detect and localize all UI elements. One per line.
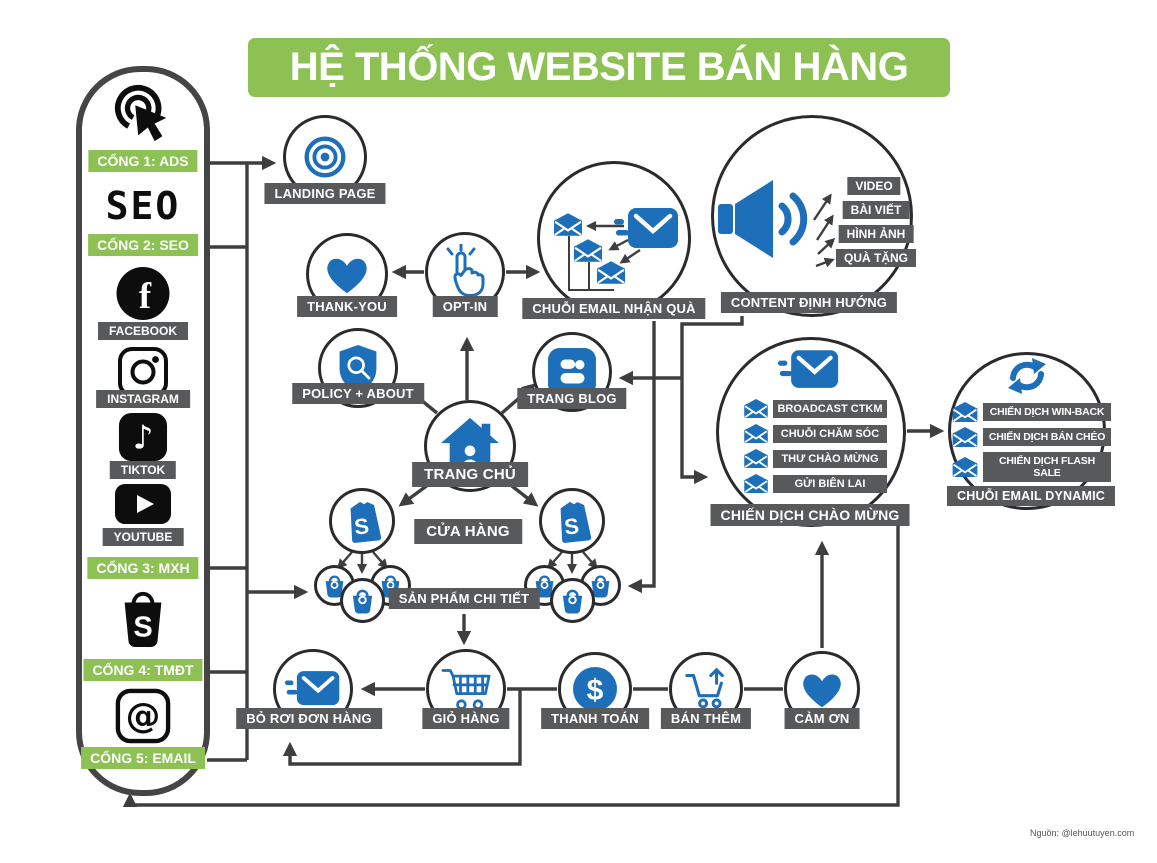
product-bag-node (550, 578, 595, 623)
opt-in-label: OPT-IN (432, 296, 498, 317)
store-label: CỬA HÀNG (414, 519, 522, 544)
seo-icon: SEO (105, 184, 181, 228)
gate-label-seo: CỔNG 2: SEO (88, 234, 198, 256)
content-item-image: HÌNH ẢNH (838, 225, 914, 243)
welcome-item-row: CHUỖI CHĂM SÓC (744, 424, 887, 443)
open-envelope-icon (554, 213, 582, 236)
svg-text:@: @ (126, 697, 161, 737)
dynamic-item-row: CHIẾN DỊCH WIN-BACK (952, 402, 1111, 422)
policy-label: POLICY + ABOUT (292, 383, 424, 404)
thanks-label: CẢM ƠN (784, 708, 860, 729)
gate-label-mxh: CỔNG 3: MXH (87, 557, 199, 579)
welcome-item-label: THƯ CHÀO MỪNG (773, 449, 887, 468)
store-right-node: S (539, 488, 605, 554)
upsell-label: BÁN THÊM (660, 708, 752, 729)
cart-label: GIỎ HÀNG (422, 708, 510, 729)
speaker-icon (716, 168, 816, 268)
content-item-article: BÀI VIẾT (842, 201, 910, 219)
cart-icon (441, 669, 491, 710)
welcome-item-label: CHUỖI CHĂM SÓC (773, 424, 887, 443)
welcome-item-row: THƯ CHÀO MỪNG (744, 449, 887, 468)
gate-label-email: CỔNG 5: EMAIL (81, 747, 205, 769)
upsell-cart-icon (685, 668, 724, 709)
open-envelope-icon (574, 239, 602, 262)
fast-email-icon (778, 348, 840, 392)
abandoned-label: BỎ RƠI ĐƠN HÀNG (236, 708, 382, 729)
welcome-item-label: GỬI BIÊN LAI (773, 474, 887, 493)
channel-label-tiktok: TIKTOK (109, 461, 177, 479)
blogger-icon (548, 348, 596, 396)
home-label: TRANG CHỦ (412, 462, 528, 487)
product-detail-label: SẢN PHẨM CHI TIẾT (388, 588, 540, 609)
store-left-node: S (329, 488, 395, 554)
youtube-icon (114, 483, 172, 525)
welcome-item-row: BROADCAST CTKM (744, 399, 887, 418)
open-envelope-icon (744, 449, 768, 468)
shopify-icon: S (560, 501, 592, 543)
open-envelope-icon (952, 457, 978, 477)
open-envelope-icon (744, 424, 768, 443)
open-envelope-icon (597, 261, 625, 284)
bag-icon (352, 589, 373, 614)
fast-email-icon (614, 206, 680, 252)
facebook-icon: f (116, 266, 171, 321)
refresh-icon (1004, 354, 1050, 398)
svg-text:S: S (353, 513, 370, 539)
bag-icon (562, 589, 583, 614)
gate-label-tmdt: CỔNG 4: TMĐT (83, 659, 203, 681)
open-envelope-icon (744, 399, 768, 418)
svg-text:f: f (139, 275, 152, 316)
checkout-label: THANH TOÁN (541, 708, 649, 729)
svg-text:S: S (133, 611, 152, 643)
channel-label-youtube: YOUTUBE (102, 528, 184, 546)
svg-text:S: S (563, 513, 580, 539)
dynamic-email-label: CHUỖI EMAIL DYNAMIC (946, 486, 1116, 506)
ads-click-icon (112, 82, 174, 144)
content-item-gift: QUÀ TẶNG (836, 249, 916, 267)
welcome-item-row: GỬI BIÊN LAI (744, 474, 887, 493)
heart-icon (327, 258, 367, 294)
dollar-coin-icon: $ (573, 667, 617, 711)
heart-icon (803, 674, 841, 708)
shopify-icon: S (350, 501, 382, 543)
svg-text:♪: ♪ (133, 419, 154, 457)
welcome-campaign-label: CHIẾN DỊCH CHÀO MỪNG (710, 504, 910, 526)
page-title: HỆ THỐNG WEBSITE BÁN HÀNG (248, 38, 950, 97)
shield-search-icon (339, 345, 377, 391)
channel-label-facebook: FACEBOOK (97, 322, 189, 340)
open-envelope-icon (744, 474, 768, 493)
open-envelope-icon (952, 427, 978, 447)
landing-page-label: LANDING PAGE (264, 183, 386, 204)
product-bag-node (340, 578, 385, 623)
dynamic-item-row: CHIẾN DỊCH FLASH SALE (952, 452, 1111, 482)
dynamic-item-label: CHIẾN DỊCH WIN-BACK (983, 403, 1111, 421)
tap-hand-icon (446, 244, 485, 297)
dynamic-item-label: CHIẾN DỊCH BÁN CHÉO (983, 428, 1111, 446)
svg-text:$: $ (587, 674, 604, 707)
shopee-icon: S (114, 586, 172, 650)
fast-email-icon (285, 671, 340, 706)
welcome-item-label: BROADCAST CTKM (773, 399, 887, 418)
content-node (711, 115, 913, 317)
blog-label: TRANG BLOG (517, 388, 627, 409)
dynamic-item-label: CHIẾN DỊCH FLASH SALE (983, 452, 1111, 482)
target-icon (304, 136, 346, 178)
source-credit: Nguồn: @lehuutuyen.com (1030, 828, 1135, 838)
email-at-icon: @ (115, 688, 171, 744)
dynamic-item-row: CHIẾN DỊCH BÁN CHÉO (952, 427, 1111, 447)
tiktok-icon: ♪ (118, 412, 168, 462)
gate-label-ads: CỔNG 1: ADS (88, 150, 198, 172)
thank-you-label: THANK-YOU (297, 296, 397, 317)
channel-label-instagram: INSTAGRAM (96, 390, 190, 408)
content-item-video: VIDEO (847, 177, 901, 195)
content-label: CONTENT ĐỊNH HƯỚNG (720, 292, 898, 313)
open-envelope-icon (952, 402, 978, 422)
email-gift-label: CHUỖI EMAIL NHẬN QUÀ (522, 298, 706, 319)
